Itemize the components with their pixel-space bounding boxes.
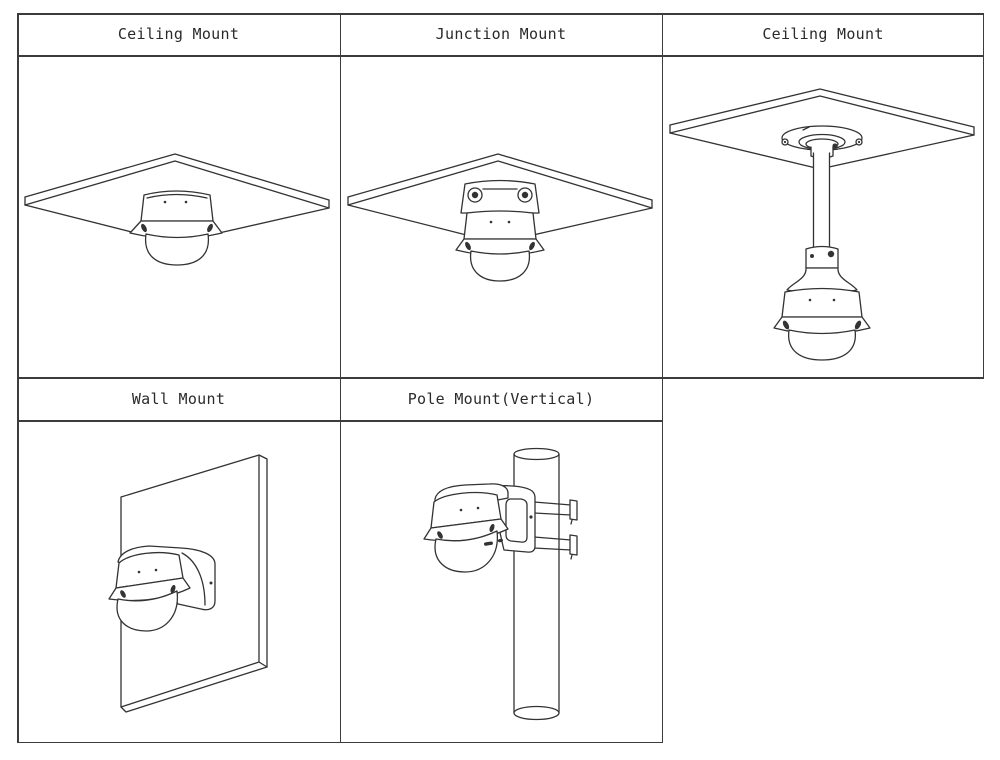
junction-mount-diagram (347, 153, 653, 282)
ceiling-mount-pendant-diagram (669, 88, 975, 361)
header-label: Wall Mount (131, 389, 226, 408)
grid-line-col1 (339, 13, 342, 743)
ceiling-mount-diagram-1 (24, 153, 330, 266)
header-label: Pole Mount(Vertical) (407, 389, 595, 408)
pendant-dome-camera (773, 245, 871, 361)
ceiling-panel (669, 88, 975, 170)
mini-dome-camera (129, 190, 223, 266)
grid-line-top (17, 13, 984, 15)
header-label: Ceiling Mount (762, 25, 884, 43)
header-label: Ceiling Mount (117, 25, 240, 43)
pendant-pipe (812, 152, 831, 248)
header-label: Junction Mount (435, 25, 567, 43)
pole-dome-camera (423, 483, 509, 573)
grid-line-right (982, 13, 985, 379)
header-ceiling-mount-2: Ceiling Mount (662, 13, 984, 55)
wall-mount-diagram (108, 454, 268, 713)
grid-line-left (17, 13, 19, 743)
header-junction-mount: Junction Mount (340, 13, 662, 55)
wall-bracket-dome-camera (108, 545, 216, 632)
ceiling-panel (24, 153, 330, 244)
header-pole-mount: Pole Mount(Vertical) (340, 377, 662, 420)
pendant-mount-plate (781, 125, 863, 159)
grid-line-row1-bottom (17, 376, 984, 379)
grid-line-header1-bottom (17, 54, 984, 57)
header-wall-mount: Wall Mount (17, 377, 340, 420)
pole-straps (533, 499, 578, 560)
pole-mount-diagram (423, 447, 578, 721)
grid-line-col2 (661, 13, 664, 743)
header-ceiling-mount-1: Ceiling Mount (17, 13, 340, 55)
junction-box-dome-camera (455, 179, 545, 282)
ceiling-panel (347, 153, 653, 244)
